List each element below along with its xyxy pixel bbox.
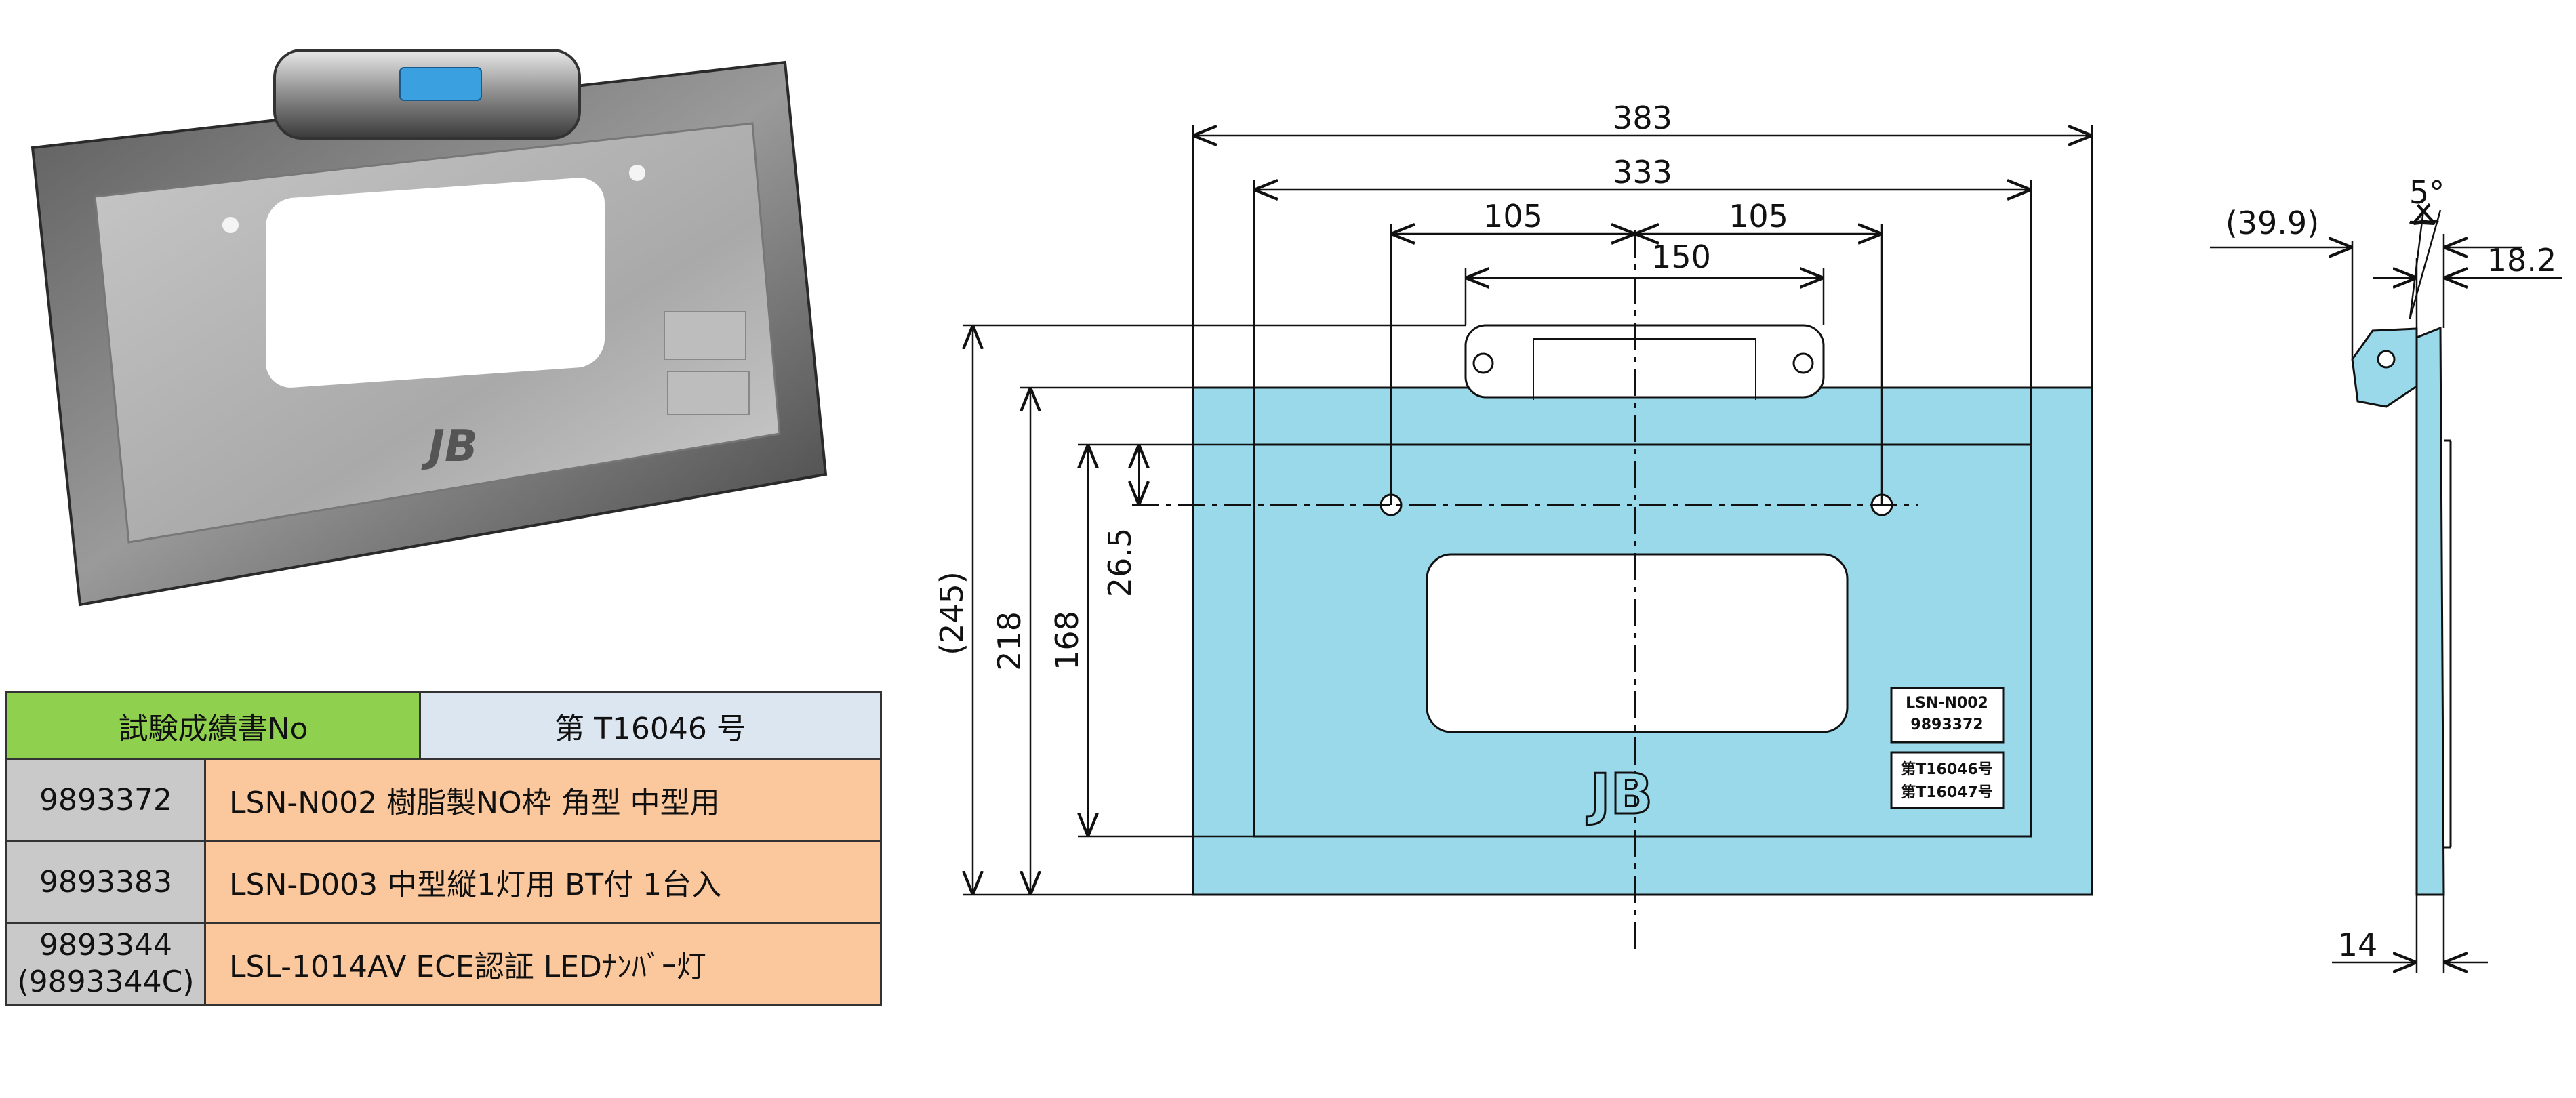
dim-105-left: 105 [1483,198,1543,235]
table-cell-code-sub: (9893344C) [17,964,195,999]
table-header-number: 第 T16046 号 [419,691,882,760]
spec-table: 試験成績書No 第 T16046 号 9893372 LSN-N002 樹脂製N… [5,691,882,1006]
label-box-1 [1890,687,2005,744]
product-photo: JB [31,49,828,607]
dim-150: 150 [1651,239,1711,275]
side-view [2351,326,2452,896]
lamp-screw-right [1792,352,1814,374]
table-header-cert: 試験成績書No [5,691,421,760]
dim-14: 14 [2338,927,2378,963]
side-lamp-screw [2377,350,2396,369]
angle-line-2 [2409,209,2442,319]
photo-label-1 [664,311,746,360]
photo-logo: JB [421,422,478,472]
photo-hole-left [222,217,239,233]
table-cell-code-main: 9893344 [39,928,172,962]
dim-245: (245) [933,571,970,655]
photo-lamp-lens [399,67,482,101]
table-row: 9893344 (9893344C) LSL-1014AV ECE認証 LEDﾅ… [5,922,882,1006]
plate-window [1426,553,1849,733]
plate-inner-frame [1253,443,2032,838]
table-cell-desc: LSN-D003 中型縦1灯用 BT付 1台入 [204,840,882,924]
table-cell-code: 9893372 [5,758,206,842]
dim-218: 218 [991,611,1028,671]
angle-line-1 [2409,209,2425,319]
table-cell-desc: LSL-1014AV ECE認証 LEDﾅﾝﾊﾞｰ灯 [204,922,882,1006]
photo-hole-right [629,165,645,181]
table-cell-code: 9893383 [5,840,206,924]
side-plate [2415,326,2445,896]
table-row: 9893383 LSN-D003 中型縦1灯用 BT付 1台入 [5,840,882,924]
dim-168: 168 [1049,611,1085,670]
photo-window [266,178,605,388]
side-dimensions [2210,210,2562,973]
dim-383: 383 [1613,100,1672,136]
dim-105-right: 105 [1729,198,1788,235]
angle-arc [2413,221,2435,224]
label-box-1-line-1: LSN-N002 [1906,695,1988,712]
dim-angle-5: 5° [2409,174,2444,211]
front-view [1132,230,2093,949]
label-box-2-line-2: 第T16047号 [1901,784,1993,801]
label-box-1-line-2: 9893372 [1910,716,1983,733]
table-row: 9893372 LSN-N002 樹脂製NO枠 角型 中型用 [5,758,882,842]
table-header-row: 試験成績書No 第 T16046 号 [5,691,882,760]
lamp-body [1464,324,1825,399]
dim-39-9: (39.9) [2226,205,2319,241]
front-dimensions [963,125,2093,896]
lamp-screw-left [1472,352,1494,374]
table-cell-desc: LSN-N002 樹脂製NO枠 角型 中型用 [204,758,882,842]
dim-18-2: 18.2 [2487,242,2556,279]
dim-26-5: 26.5 [1102,528,1138,597]
dim-333: 333 [1613,154,1672,190]
table-cell-code: 9893344 (9893344C) [5,922,206,1006]
plate-logo: JB [1586,762,1653,827]
label-box-2 [1890,751,2005,809]
label-box-2-line-1: 第T16046号 [1901,760,1993,778]
photo-label-2 [667,371,750,415]
